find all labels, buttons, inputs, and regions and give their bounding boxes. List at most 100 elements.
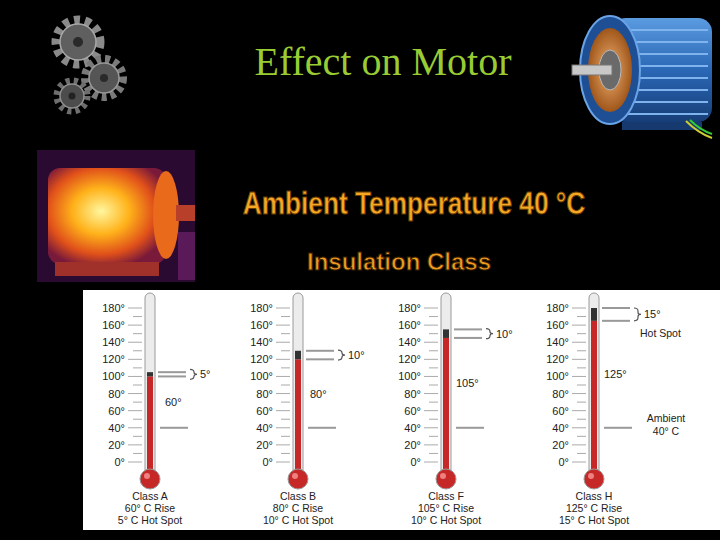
scale-value: 120° (250, 353, 273, 365)
scale-tick (577, 316, 586, 317)
rise-line (158, 375, 186, 377)
scale-tick (424, 376, 438, 377)
bulb-highlight (588, 473, 594, 479)
bracket (486, 329, 493, 339)
scale-value: 100° (546, 370, 569, 382)
scale-tick (577, 333, 586, 334)
scale-tick (276, 376, 290, 377)
scale-tick (276, 427, 290, 428)
hot-spot-band (147, 372, 153, 376)
bracket (338, 350, 345, 360)
scale-tick (128, 359, 142, 360)
scale-tick (128, 410, 142, 411)
motor-picture (572, 16, 712, 138)
scale-tick (424, 325, 438, 326)
class-rise: 125° C Rise (566, 503, 622, 515)
scale-tick (429, 402, 438, 403)
hot-motor-body (48, 168, 166, 264)
ambient-line (604, 427, 632, 429)
thermometer-bulb (140, 469, 160, 489)
rise-line (454, 328, 482, 330)
hot-shaft (176, 205, 195, 221)
scale-tick (281, 367, 290, 368)
hot-base (55, 262, 159, 276)
scale-tick (429, 367, 438, 368)
scale-value: 80° (552, 388, 569, 400)
hot-spot-value: 10° (496, 328, 513, 340)
hot-spot-value: 15° (644, 308, 661, 320)
mercury-column (591, 321, 597, 476)
bulb-highlight (292, 473, 298, 479)
scale-tick (133, 436, 142, 437)
class-hot-spot: 5° C Hot Spot (118, 515, 182, 527)
scale-value: 100° (102, 370, 125, 382)
scale-value: 120° (102, 353, 125, 365)
gear-teeth (57, 81, 87, 111)
lead-wire (686, 121, 712, 138)
scale-value: 180° (398, 302, 421, 314)
scale-tick (281, 385, 290, 386)
chart-panel (83, 290, 720, 530)
scale-tick (572, 342, 586, 343)
scale-tick (572, 410, 586, 411)
scale-tick (133, 453, 142, 454)
scale-tick (133, 367, 142, 368)
class-rise: 60° C Rise (125, 503, 175, 515)
thermometer (424, 293, 493, 489)
gear-teeth (56, 20, 100, 64)
hot-spot-band (443, 329, 449, 338)
scale-tick (572, 393, 586, 394)
scale-tick (128, 462, 142, 463)
scale-tick (572, 308, 586, 309)
scale-value: 140° (250, 336, 273, 348)
scale-value: 40° (552, 422, 569, 434)
rise-line (454, 337, 482, 339)
scale-tick (572, 325, 586, 326)
mercury-column (295, 359, 301, 476)
scale-value: 180° (250, 302, 273, 314)
scale-value: 140° (102, 336, 125, 348)
class-name: Class H (576, 491, 613, 503)
scale-tick (577, 436, 586, 437)
scale-tick (577, 453, 586, 454)
scale-tick (281, 453, 290, 454)
scale-value: 120° (398, 353, 421, 365)
rise-value: 60° (165, 396, 182, 408)
scale-value: 80° (404, 388, 421, 400)
scale-tick (281, 436, 290, 437)
thermometer (128, 293, 197, 489)
ambient-line (160, 427, 188, 429)
scale-tick (572, 359, 586, 360)
scale-tick (429, 419, 438, 420)
scale-tick (133, 419, 142, 420)
scale-tick (133, 385, 142, 386)
scale-value: 20° (552, 439, 569, 451)
hot-spot-value: 5° (200, 368, 211, 380)
scale-tick (133, 333, 142, 334)
thermal-image (37, 150, 195, 282)
scale-tick (577, 367, 586, 368)
scale-tick (424, 393, 438, 394)
thermometers (128, 293, 641, 489)
ambient-value: 40° C (653, 426, 679, 438)
scale-tick (577, 350, 586, 351)
scale-value: 80° (108, 388, 125, 400)
scale-tick (281, 316, 290, 317)
gear (60, 24, 96, 60)
thermometer (276, 293, 345, 489)
mercury-column (443, 338, 449, 476)
scale-tick (424, 308, 438, 309)
scale-tick (429, 316, 438, 317)
scale-tick (429, 436, 438, 437)
scale-value: 40° (404, 422, 421, 434)
scale-value: 80° (256, 388, 273, 400)
scale-value: 100° (398, 370, 421, 382)
hot-spot-label: Hot Spot (640, 328, 681, 340)
thermometer-bulb (436, 469, 456, 489)
scale-value: 20° (256, 439, 273, 451)
class-hot-spot: 15° C Hot Spot (559, 515, 629, 527)
gear (89, 63, 119, 93)
bracket (190, 369, 197, 379)
thermal-ground (37, 150, 195, 282)
